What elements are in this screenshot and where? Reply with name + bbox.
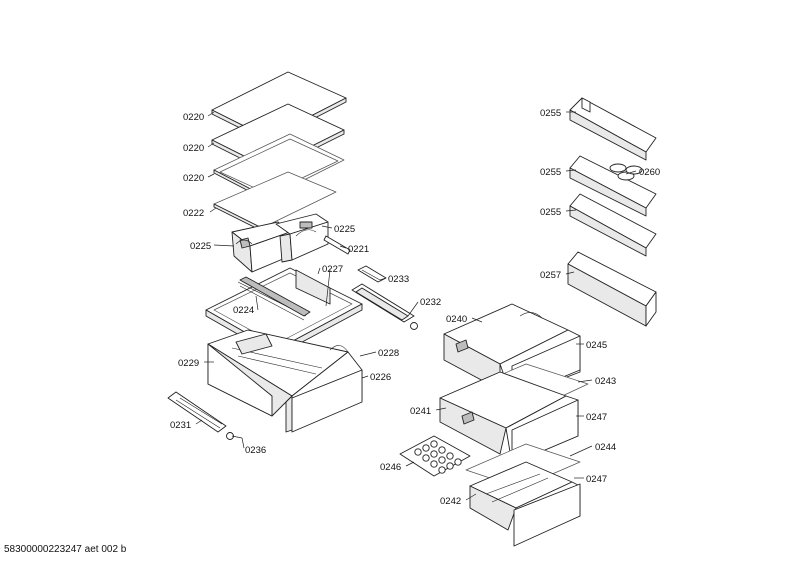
label-0225: 0225 bbox=[334, 224, 355, 235]
small-drawer-left bbox=[231, 221, 291, 273]
label-0220: 0220 bbox=[183, 173, 204, 184]
rail-0232 bbox=[351, 283, 418, 330]
door-bin-2 bbox=[569, 155, 657, 217]
label-0257: 0257 bbox=[540, 270, 561, 281]
label-0224: 0224 bbox=[233, 305, 254, 316]
label-0255: 0255 bbox=[540, 108, 561, 119]
label-0222: 0222 bbox=[183, 208, 204, 219]
door-bin-1 bbox=[569, 97, 657, 161]
label-0247: 0247 bbox=[586, 474, 607, 485]
rail-0221 bbox=[323, 235, 351, 255]
label-0220: 0220 bbox=[183, 112, 204, 123]
label-0241: 0241 bbox=[410, 406, 431, 417]
label-0232: 0232 bbox=[420, 297, 441, 308]
egg-tray-0246 bbox=[399, 435, 471, 477]
label-0255: 0255 bbox=[540, 167, 561, 178]
label-0227: 0227 bbox=[322, 264, 343, 275]
label-0260: 0260 bbox=[639, 167, 660, 178]
label-0226: 0226 bbox=[370, 372, 391, 383]
label-0244: 0244 bbox=[595, 442, 616, 453]
label-0240: 0240 bbox=[446, 314, 467, 325]
leader-lines bbox=[195, 111, 637, 501]
label-0246: 0246 bbox=[380, 462, 401, 473]
label-0229: 0229 bbox=[178, 358, 199, 369]
label-0247: 0247 bbox=[586, 412, 607, 423]
label-0228: 0228 bbox=[378, 348, 399, 359]
label-0220: 0220 bbox=[183, 143, 204, 154]
label-0236: 0236 bbox=[245, 445, 266, 456]
drawer-0242 bbox=[469, 461, 581, 547]
label-0233: 0233 bbox=[388, 274, 409, 285]
drawing-code: 58300000223247 aet 002 b bbox=[4, 544, 127, 555]
label-0255: 0255 bbox=[540, 207, 561, 218]
label-0243: 0243 bbox=[595, 376, 616, 387]
door-bin-4 bbox=[567, 251, 657, 327]
label-0225: 0225 bbox=[190, 241, 211, 252]
part-labels: 0220 0220 0220 0222 0225 0225 0221 0227 … bbox=[170, 108, 660, 507]
label-0231: 0231 bbox=[170, 420, 191, 431]
small-drawer-right bbox=[275, 213, 329, 263]
label-0245: 0245 bbox=[586, 340, 607, 351]
label-0242: 0242 bbox=[440, 496, 461, 507]
door-bin-3 bbox=[569, 193, 657, 257]
big-drawer-left bbox=[207, 329, 363, 433]
label-0221: 0221 bbox=[348, 244, 369, 255]
